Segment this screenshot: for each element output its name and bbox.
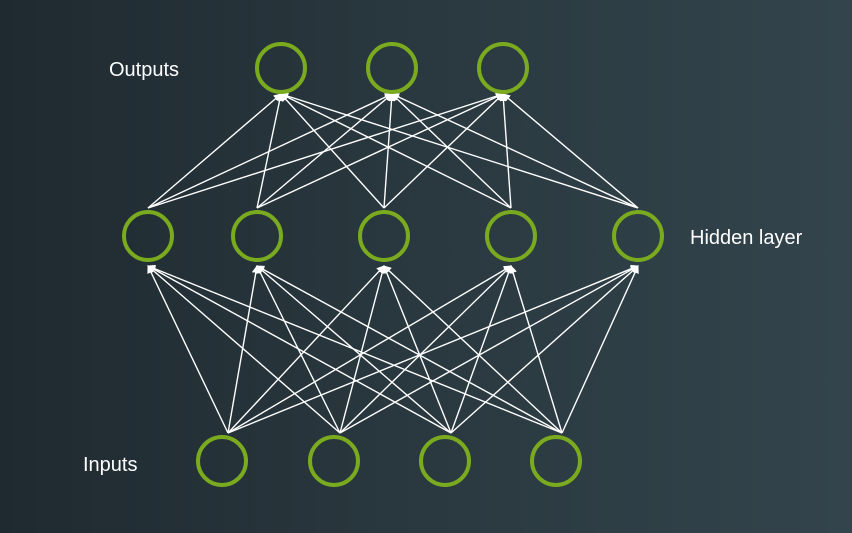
hidden-node-3 [358,210,410,262]
edge-hidden-3-to-output-1 [280,93,385,209]
edge-input-4-to-hidden-1 [147,264,563,434]
edge-hidden-2-to-output-1 [256,93,284,209]
edge-hidden-3-to-output-3 [383,93,504,209]
outputs-label: Outputs [109,59,179,81]
edge-hidden-4-to-output-2 [391,93,512,209]
edge-input-3-to-hidden-4 [450,265,513,434]
edge-hidden-2-to-output-3 [256,93,504,209]
edge-hidden-1-to-output-1 [147,93,282,209]
edge-hidden-4-to-output-3 [499,93,512,209]
output-node-3 [477,42,529,94]
edge-hidden-1-to-output-2 [147,93,393,209]
input-node-3 [419,435,471,487]
hidden-node-4 [485,210,537,262]
edge-input-2-to-hidden-3 [339,265,387,434]
edge-input-2-to-hidden-4 [339,265,512,434]
input-node-1 [196,435,248,487]
edge-hidden-5-to-output-2 [391,93,639,209]
hidden-layer-label: Hidden layer [690,227,803,249]
edge-input-2-to-hidden-5 [339,265,639,434]
hidden-node-2 [231,210,283,262]
edge-input-4-to-hidden-3 [383,265,563,434]
edge-hidden-2-to-output-2 [256,93,393,209]
connections [147,92,639,434]
hidden-node-1 [122,210,174,262]
edge-hidden-5-to-output-3 [502,93,639,209]
edge-input-4-to-hidden-4 [509,265,563,434]
edge-input-2-to-hidden-1 [147,265,341,434]
edge-input-1-to-hidden-3 [227,265,385,434]
edge-hidden-5-to-output-1 [280,92,639,209]
edge-input-1-to-hidden-2 [227,265,260,434]
edge-input-3-to-hidden-5 [450,265,639,434]
output-node-2 [366,42,418,94]
edge-input-3-to-hidden-3 [382,265,452,434]
neurons [122,42,664,487]
output-node-1 [255,42,307,94]
edge-input-3-to-hidden-1 [147,265,452,434]
edge-hidden-4-to-output-1 [280,93,512,209]
hidden-node-5 [612,210,664,262]
input-node-2 [308,435,360,487]
edge-input-1-to-hidden-5 [227,264,639,434]
inputs-label: Inputs [83,454,137,476]
edge-input-4-to-hidden-5 [561,265,639,434]
edge-input-1-to-hidden-1 [147,265,229,434]
edge-input-1-to-hidden-4 [227,265,512,434]
edge-input-4-to-hidden-2 [256,265,563,434]
edge-hidden-3-to-output-2 [383,93,396,209]
input-node-4 [530,435,582,487]
